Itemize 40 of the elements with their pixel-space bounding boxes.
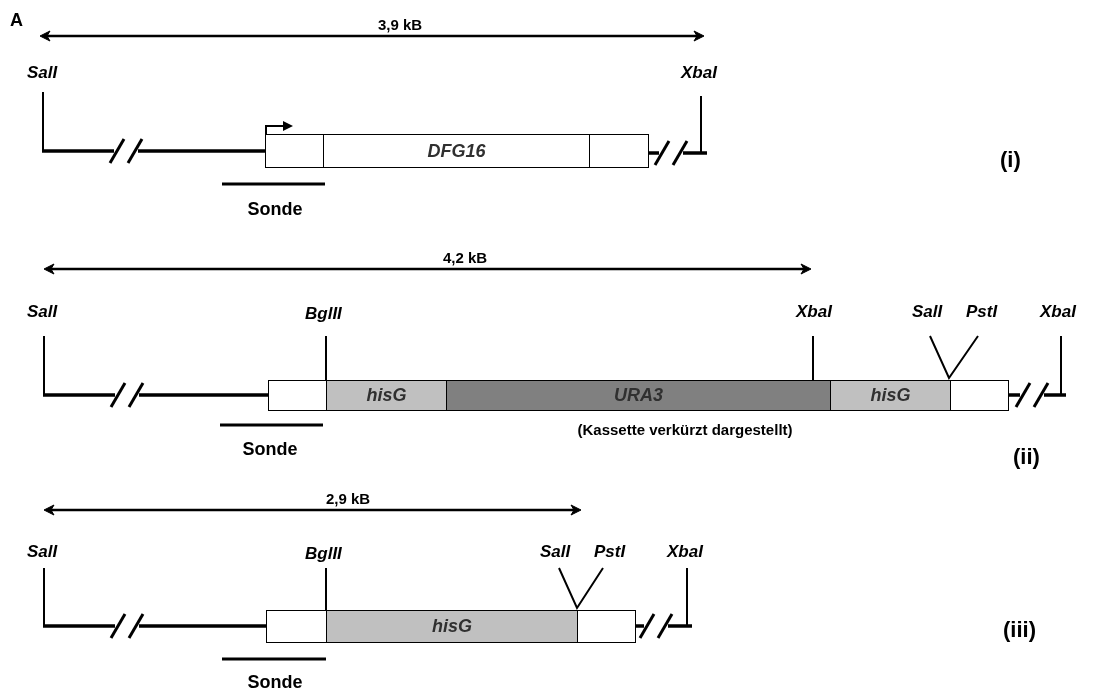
gene-segment-box [589,134,649,168]
restriction-site-label: SalI [540,542,571,560]
construct-label: (ii) [1013,446,1040,468]
gene-segment-box [577,610,636,643]
restriction-site-label: XbaI [1040,302,1076,320]
restriction-site-label: PstI [966,302,998,320]
restriction-site-label: BglII [305,544,342,562]
gene-segment [326,610,578,643]
restriction-site-label: SalI [27,302,58,320]
construct-label: (i) [1000,149,1021,171]
construct-label: (iii) [1003,619,1036,641]
probe-label: Sonde [247,673,303,691]
restriction-site-label: BglII [305,304,342,322]
size-label: 2,9 kB [325,490,371,506]
restriction-site-label: XbaI [681,63,717,81]
note-text: (Kassette verkürzt dargestellt) [577,421,793,437]
gene-name: hisG [432,616,472,637]
gene-segment [446,380,831,411]
restriction-site-label: XbaI [667,542,703,560]
gene-name: URA3 [614,385,663,406]
size-label: 4,2 kB [442,249,488,265]
panel-letter: A [10,11,23,29]
size-label: 3,9 kB [377,16,423,32]
gene-segment [326,380,447,411]
restriction-site-label: XbaI [796,302,832,320]
gene-name: hisG [870,385,911,406]
restriction-site-label: SalI [27,542,58,560]
gene-name: DFG16 [427,140,486,162]
gene-segment-box [266,610,327,643]
gene-segment-box [265,134,324,168]
probe-label: Sonde [242,440,298,458]
probe-label: Sonde [247,200,303,218]
gene-name: hisG [366,385,407,406]
gene-segment [830,380,951,411]
restriction-site-label: SalI [27,63,58,81]
gene-segment-box [950,380,1009,411]
gene-segment-box [268,380,327,411]
restriction-site-label: PstI [594,542,626,560]
gene-segment [323,134,590,168]
restriction-site-label: SalI [912,302,943,320]
